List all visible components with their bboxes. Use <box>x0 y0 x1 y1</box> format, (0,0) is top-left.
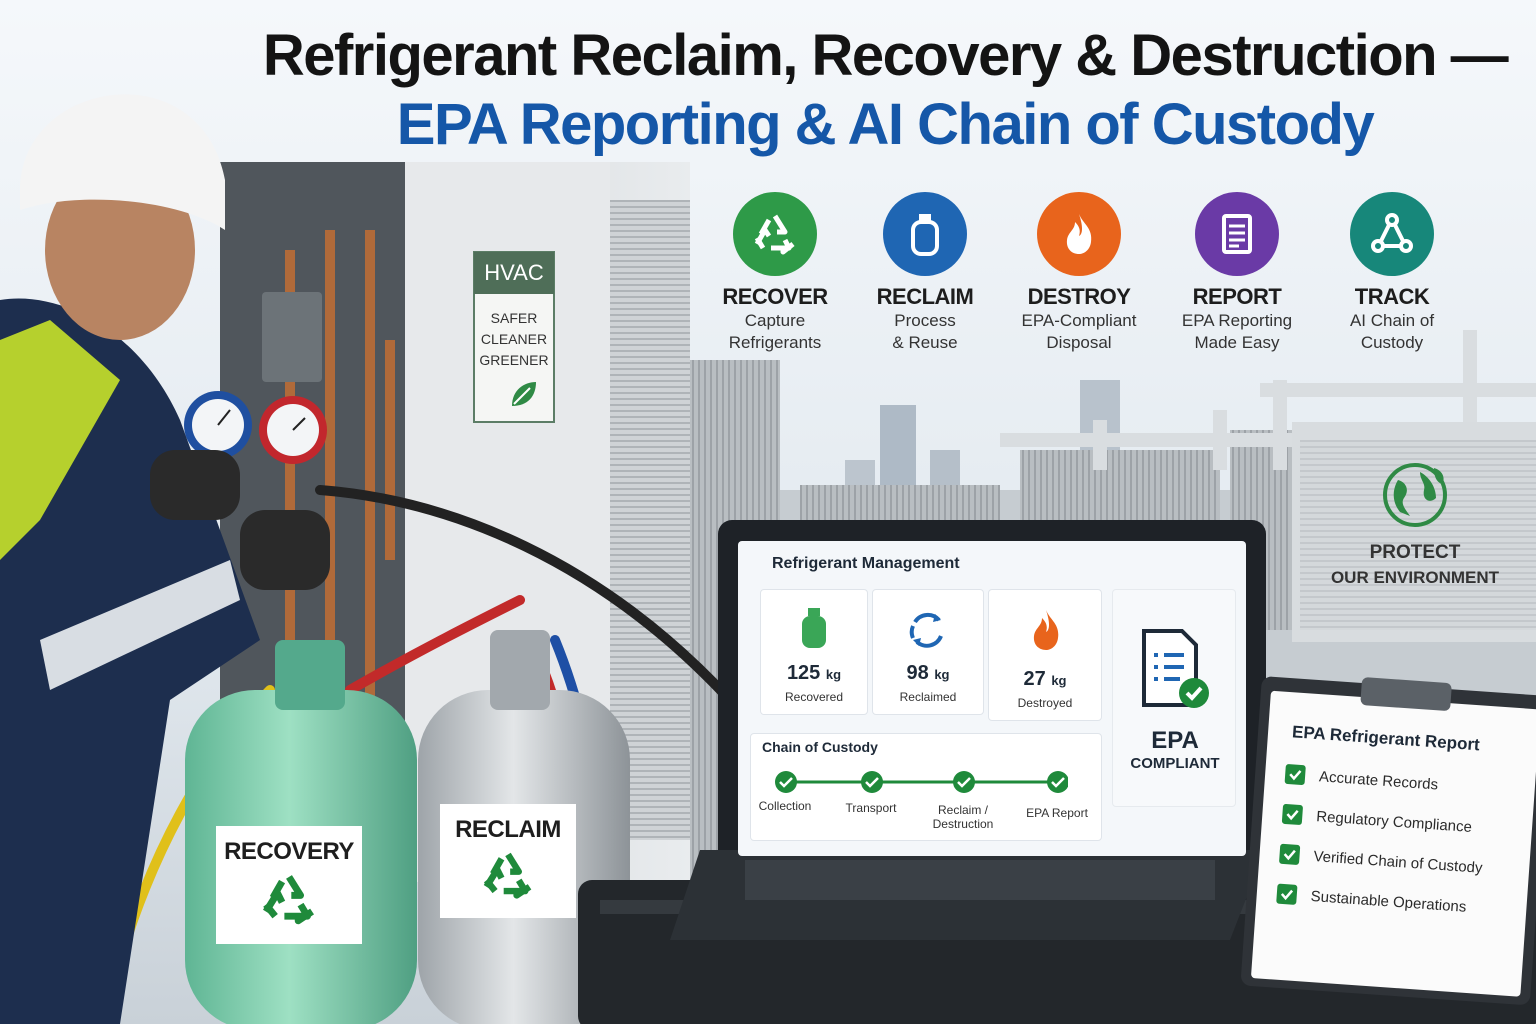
stat-unit: kg <box>825 667 842 682</box>
recycle-icon <box>262 875 314 925</box>
recycle-icon <box>483 852 532 899</box>
checkbox-icon <box>1284 763 1306 786</box>
epa-label: EPA <box>1151 727 1199 754</box>
protect-sign-line-2: OUR ENVIRONMENT <box>1330 568 1500 587</box>
hvac-sign: HVAC SAFER CLEANER GREENER <box>474 252 554 422</box>
hvac-sign-title: HVAC <box>484 260 544 285</box>
chain-step-label: Collection <box>758 799 812 813</box>
chain-of-custody-track <box>775 771 1068 793</box>
recycle-icon <box>733 192 817 276</box>
cycle-arrows-icon <box>909 612 943 648</box>
chain-step-label: EPA Report <box>1026 806 1088 820</box>
stat-number: 27 <box>1023 668 1046 690</box>
recovery-tank-label: RECOVERY <box>216 826 362 944</box>
hvac-sign-line-1: SAFER <box>490 310 538 326</box>
recovery-tank-text: RECOVERY <box>224 838 354 865</box>
stat-card-recovered: 125 kg Recovered <box>760 589 868 715</box>
step-title: DESTROY <box>1027 284 1131 309</box>
globe-icon <box>1383 463 1447 527</box>
chain-of-custody-title: Chain of Custody <box>762 739 878 755</box>
hvac-sign-line-2: CLEANER <box>480 331 548 347</box>
headline-line-1: Refrigerant Reclaim, Recovery & Destruct… <box>262 23 1509 88</box>
flame-icon <box>1037 192 1121 276</box>
report-item: Accurate Records <box>1284 762 1439 797</box>
step-sub-1: EPA-Compliant <box>1021 311 1137 330</box>
step-sub-2: & Reuse <box>892 333 958 352</box>
flame-icon <box>1033 610 1059 650</box>
dashboard-title: Refrigerant Management <box>772 555 960 572</box>
leaf-icon <box>512 382 536 406</box>
reclaim-tank-label: RECLAIM <box>440 804 576 918</box>
cylinder-icon <box>802 608 826 648</box>
process-steps: RECOVER Capture Refrigerants RECLAIM Pro… <box>700 192 1480 362</box>
checkbox-icon <box>1281 803 1304 826</box>
stat-value: 125 kg <box>761 662 867 685</box>
chain-step-dot <box>775 771 797 793</box>
step-sub-1: Capture <box>744 311 806 330</box>
step-sub-1: Process <box>894 311 956 330</box>
step-title: TRACK <box>1354 284 1430 309</box>
step-reclaim: RECLAIM Process & Reuse <box>850 192 1000 354</box>
chain-step-dot <box>953 771 975 793</box>
document-icon <box>1195 192 1279 276</box>
report-item: Sustainable Operations <box>1276 882 1467 919</box>
chain-step-label: Reclaim / Destruction <box>932 803 994 831</box>
step-sub-1: EPA Reporting <box>1181 311 1293 330</box>
cylinder-icon <box>883 192 967 276</box>
step-destroy: DESTROY EPA-Compliant Disposal <box>1004 192 1154 354</box>
headline: Refrigerant Reclaim, Recovery & Destruct… <box>240 22 1530 160</box>
stat-number: 98 <box>906 662 929 684</box>
epa-report-clipboard: EPA Refrigerant Report Accurate Records … <box>1240 676 1536 1016</box>
step-title: REPORT <box>1192 284 1282 309</box>
step-title: RECLAIM <box>876 284 974 309</box>
step-sub-2: Made Easy <box>1194 333 1280 352</box>
step-title: RECOVER <box>722 284 828 309</box>
protect-environment-sign: PROTECT OUR ENVIRONMENT <box>1330 456 1500 596</box>
stat-unit: kg <box>1051 673 1067 688</box>
stat-number: 125 <box>786 662 821 684</box>
stat-unit: kg <box>934 667 950 682</box>
stat-card-reclaimed: 98 kg Reclaimed <box>872 589 984 715</box>
stat-value: 27 kg <box>989 668 1101 691</box>
step-recover: RECOVER Capture Refrigerants <box>700 192 850 354</box>
step-sub-2: Custody <box>1360 333 1424 352</box>
laptop-screen: Refrigerant Management 125 kg Recovered … <box>738 541 1246 856</box>
step-sub-1: AI Chain of <box>1349 311 1435 330</box>
chain-step-label: Transport <box>845 801 897 815</box>
document-check-icon <box>1142 629 1209 708</box>
chain-step-dot <box>1047 771 1068 793</box>
chain-step-dot <box>861 771 883 793</box>
reclaim-tank-text: RECLAIM <box>455 816 561 843</box>
report-item: Verified Chain of Custody <box>1278 842 1483 880</box>
hvac-sign-line-3: GREENER <box>479 352 549 368</box>
checkbox-icon <box>1276 883 1298 905</box>
stat-label: Recovered <box>784 690 844 704</box>
protect-sign-line-1: PROTECT <box>1369 542 1461 563</box>
step-track: TRACK AI Chain of Custody <box>1317 192 1467 354</box>
checkbox-icon <box>1278 843 1301 866</box>
step-sub-2: Disposal <box>1046 333 1112 352</box>
chain-of-custody-panel <box>750 733 1102 841</box>
compliant-label: COMPLIANT <box>1130 755 1220 772</box>
stat-card-destroyed: 27 kg Destroyed <box>988 589 1102 721</box>
stat-label: Destroyed <box>1017 696 1073 710</box>
headline-line-2: EPA Reporting & AI Chain of Custody <box>396 92 1375 157</box>
network-icon <box>1350 192 1434 276</box>
report-item-text: Accurate Records <box>1318 767 1439 794</box>
report-item: Regulatory Compliance <box>1281 802 1473 839</box>
stat-label: Reclaimed <box>899 690 957 704</box>
stat-value: 98 kg <box>873 662 983 685</box>
step-sub-2: Refrigerants <box>728 333 822 352</box>
step-report: REPORT EPA Reporting Made Easy <box>1162 192 1312 354</box>
